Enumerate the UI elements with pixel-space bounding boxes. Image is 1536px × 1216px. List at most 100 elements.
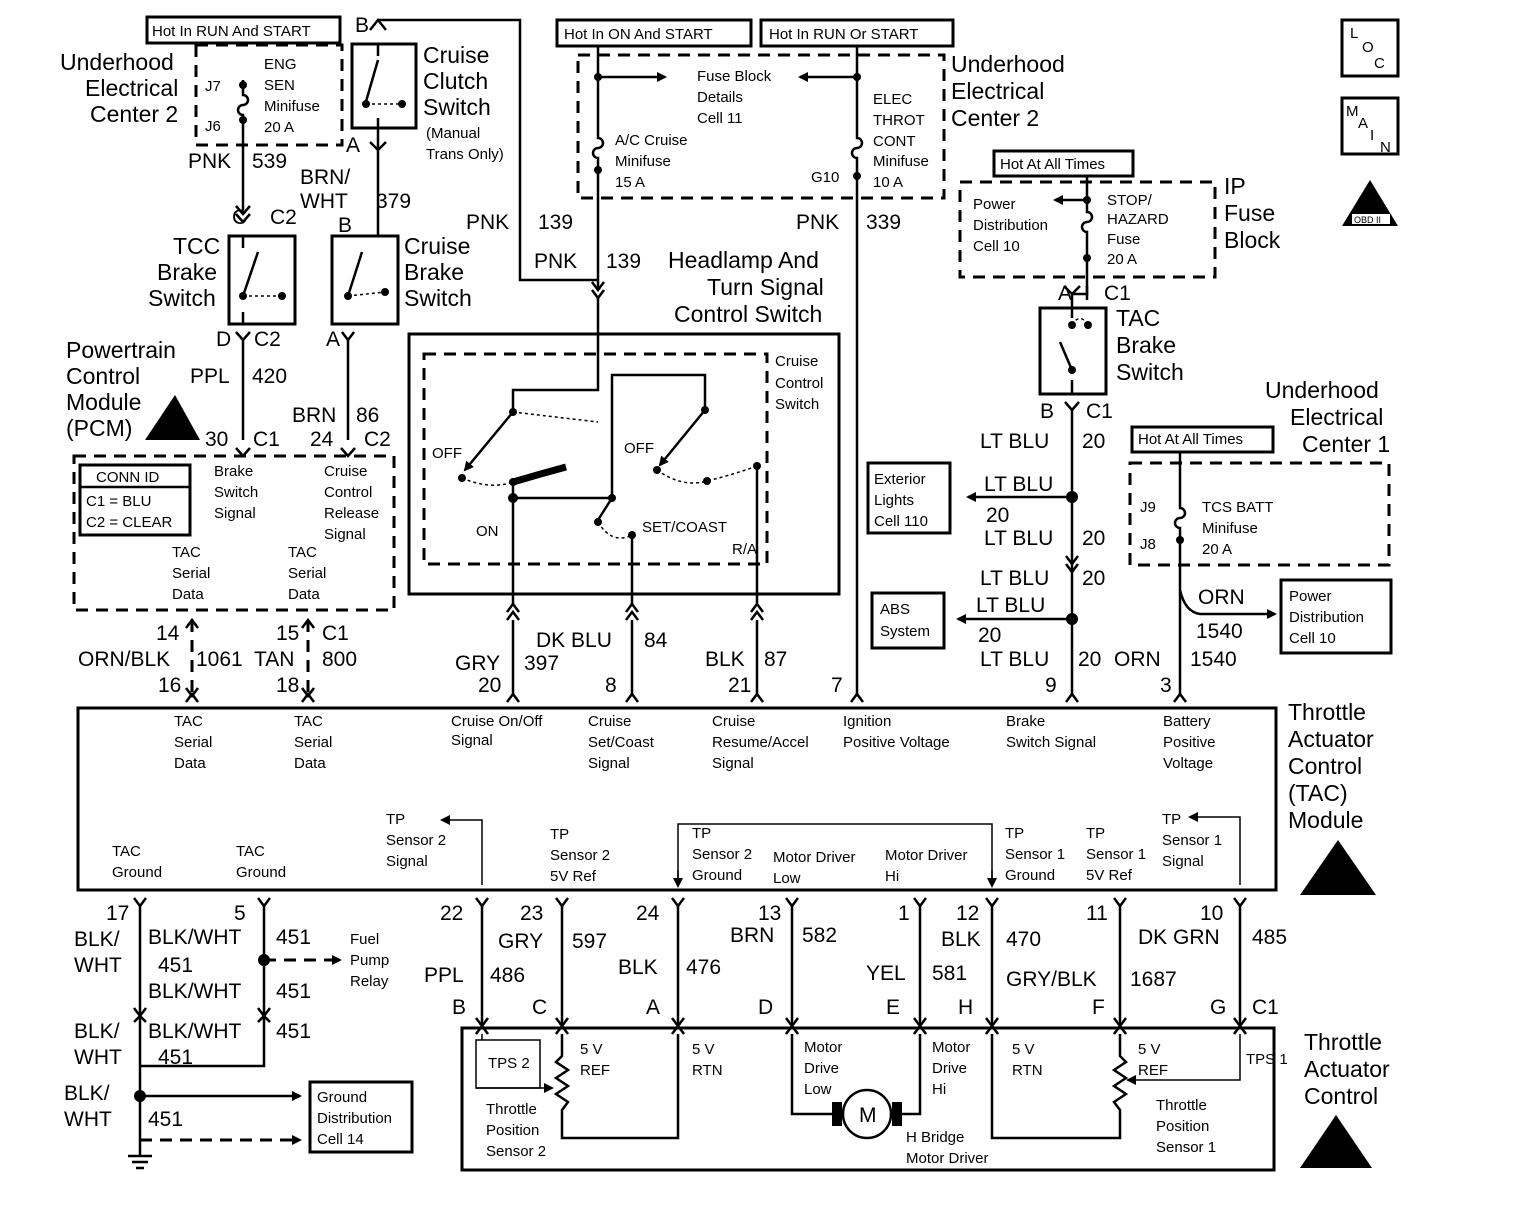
- svg-text:TAC: TAC: [294, 713, 323, 730]
- svg-text:5 V: 5 V: [692, 1041, 715, 1058]
- svg-text:581: 581: [932, 962, 967, 985]
- powertrain-control-module: Powertrain Control Module (PCM) PPL 420 …: [66, 337, 396, 645]
- svg-text:Signal: Signal: [1162, 853, 1204, 870]
- svg-text:Signal: Signal: [324, 526, 366, 543]
- svg-text:10 A: 10 A: [873, 174, 903, 191]
- svg-text:Electrical: Electrical: [85, 75, 178, 101]
- svg-text:LT BLU: LT BLU: [980, 648, 1049, 671]
- ground-distribution-box: [308, 1080, 414, 1154]
- svg-text:LT BLU: LT BLU: [984, 527, 1053, 550]
- svg-text:I: I: [1370, 127, 1374, 144]
- svg-text:339: 339: [866, 211, 901, 234]
- svg-text:HAZARD: HAZARD: [1107, 211, 1169, 228]
- svg-text:PNK: PNK: [534, 250, 577, 273]
- svg-text:Control: Control: [324, 484, 372, 501]
- svg-text:TAC: TAC: [112, 843, 141, 860]
- svg-text:Data: Data: [288, 586, 320, 603]
- svg-text:Low: Low: [773, 870, 801, 887]
- svg-text:Headlamp And: Headlamp And: [668, 247, 819, 273]
- eng-sen-fuse-icon: [236, 80, 250, 210]
- svg-text:(TAC): (TAC): [1288, 780, 1348, 806]
- svg-text:Cell 110: Cell 110: [874, 513, 928, 530]
- svg-text:Actuator: Actuator: [1288, 726, 1374, 752]
- svg-text:5 V: 5 V: [1012, 1041, 1035, 1058]
- svg-text:O: O: [1362, 39, 1374, 56]
- svg-text:C2: C2: [270, 206, 297, 229]
- svg-text:22: 22: [440, 902, 463, 925]
- hot-run-or-start-label: Hot In RUN Or START: [759, 18, 955, 48]
- svg-text:Cruise: Cruise: [404, 233, 470, 259]
- svg-text:A: A: [326, 328, 340, 351]
- svg-text:476: 476: [686, 956, 721, 979]
- svg-text:Module: Module: [66, 389, 141, 415]
- svg-text:420: 420: [252, 365, 287, 388]
- svg-text:Sensor 1: Sensor 1: [1005, 846, 1065, 863]
- svg-text:Motor: Motor: [804, 1039, 842, 1056]
- svg-text:1540: 1540: [1196, 620, 1243, 643]
- svg-text:539: 539: [252, 150, 287, 173]
- tcc-brake-switch: TCC Brake Switch D C2: [148, 233, 297, 440]
- svg-text:B: B: [355, 14, 369, 37]
- svg-text:800: 800: [322, 648, 357, 671]
- svg-text:Data: Data: [174, 755, 206, 772]
- svg-text:Pump: Pump: [350, 952, 389, 969]
- main-icon[interactable]: M A I N: [1340, 96, 1400, 156]
- svg-text:86: 86: [356, 404, 379, 427]
- svg-text:Center 1: Center 1: [1302, 431, 1390, 457]
- svg-text:ORN: ORN: [1198, 586, 1245, 609]
- svg-text:DK GRN: DK GRN: [1138, 926, 1220, 949]
- motor-icon: [841, 1088, 893, 1140]
- svg-text:Signal: Signal: [214, 505, 256, 522]
- svg-text:CONT: CONT: [873, 133, 916, 150]
- svg-text:Hot At All Times: Hot At All Times: [1000, 156, 1105, 173]
- svg-text:Distribution: Distribution: [317, 1110, 392, 1127]
- svg-text:BRN: BRN: [292, 404, 336, 427]
- svg-text:Throttle: Throttle: [486, 1101, 537, 1118]
- svg-text:GRY: GRY: [498, 930, 543, 953]
- svg-text:5V Ref: 5V Ref: [1086, 867, 1133, 884]
- svg-text:Motor Driver: Motor Driver: [906, 1150, 989, 1167]
- svg-text:Ground: Ground: [317, 1089, 367, 1106]
- svg-text:Switch: Switch: [1116, 359, 1184, 385]
- svg-text:451: 451: [276, 926, 311, 949]
- svg-text:1687: 1687: [1130, 968, 1177, 991]
- esd-warning-icon: [1300, 840, 1376, 895]
- svg-text:9: 9: [1045, 674, 1057, 697]
- cruise-brake-switch: Cruise Brake Switch A: [326, 233, 472, 440]
- svg-text:Cruise: Cruise: [423, 42, 489, 68]
- svg-text:Motor: Motor: [932, 1039, 970, 1056]
- svg-text:TP: TP: [386, 811, 405, 828]
- svg-text:Signal: Signal: [712, 755, 754, 772]
- svg-text:PNK: PNK: [188, 150, 231, 173]
- svg-text:TP: TP: [1005, 825, 1024, 842]
- svg-text:Control: Control: [775, 375, 823, 392]
- svg-text:20 A: 20 A: [264, 119, 294, 136]
- loc-icon[interactable]: L O C: [1340, 18, 1400, 78]
- svg-text:REF: REF: [1138, 1062, 1168, 1079]
- svg-text:Battery: Battery: [1163, 713, 1211, 730]
- svg-text:24: 24: [310, 428, 334, 451]
- svg-text:Signal: Signal: [588, 755, 630, 772]
- svg-text:8: 8: [605, 674, 617, 697]
- svg-text:Control Switch: Control Switch: [674, 301, 822, 327]
- svg-text:Positive: Positive: [1163, 734, 1216, 751]
- svg-text:C1: C1: [1104, 282, 1131, 305]
- svg-text:5 V: 5 V: [1138, 1041, 1161, 1058]
- svg-text:G: G: [1210, 996, 1226, 1019]
- svg-text:BLK: BLK: [705, 648, 745, 671]
- svg-text:Distribution: Distribution: [973, 217, 1048, 234]
- svg-text:THROT: THROT: [873, 112, 925, 129]
- svg-text:Ground: Ground: [112, 864, 162, 881]
- svg-text:Brake: Brake: [157, 259, 217, 285]
- svg-text:REF: REF: [580, 1062, 610, 1079]
- underhood-electrical-center-2-right: Underhood Electrical Center 2 Fuse Block…: [576, 46, 1065, 696]
- svg-text:YEL: YEL: [866, 962, 906, 985]
- svg-text:Sensor 2: Sensor 2: [550, 847, 610, 864]
- svg-text:Sensor 1: Sensor 1: [1162, 832, 1222, 849]
- svg-text:Switch: Switch: [148, 285, 216, 311]
- svg-text:Cruise: Cruise: [588, 713, 631, 730]
- abs-system-box: ABS System: [870, 591, 946, 650]
- svg-text:Brake: Brake: [214, 463, 253, 480]
- svg-text:CONN ID: CONN ID: [96, 469, 160, 486]
- svg-text:485: 485: [1252, 926, 1287, 949]
